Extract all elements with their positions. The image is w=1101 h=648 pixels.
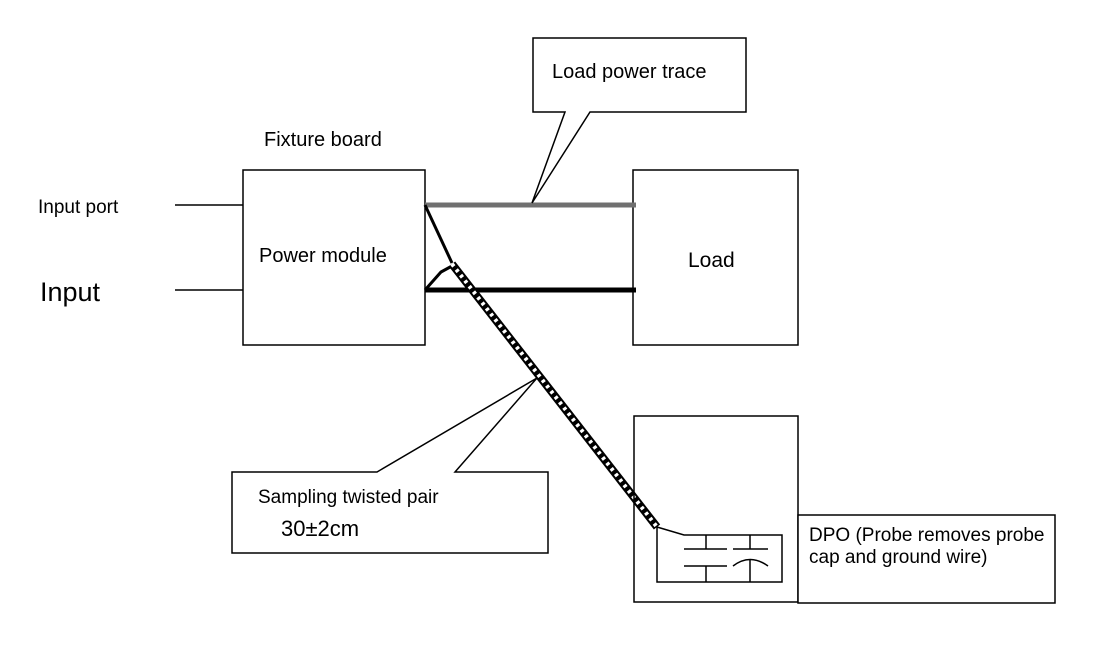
twisted-pair-cable: [448, 261, 661, 530]
input-port-label: Input port: [38, 197, 119, 218]
twisted-pair-name-label: Sampling twisted pair: [258, 487, 439, 508]
twisted-pair-lead-bottom: [423, 264, 453, 291]
fixture-board-label: Fixture board: [264, 129, 382, 151]
input-label: Input: [40, 277, 101, 307]
dpo-note-label: DPO (Probe removes probe cap and ground …: [809, 525, 1045, 568]
probe-input-wire: [656, 526, 783, 583]
load-box: [632, 169, 799, 346]
load-label: Load: [688, 249, 735, 272]
power-module-box: [242, 169, 426, 346]
twisted-pair-callout: [231, 377, 549, 554]
dpo-box: [633, 415, 799, 603]
twisted-pair-lead-top: [423, 204, 454, 264]
load-power-trace-label: Load power trace: [552, 61, 707, 83]
capacitor-2-plate-bottom: [732, 558, 769, 567]
twisted-pair-length-label: 30±2cm: [281, 516, 360, 541]
dpo-note-box: [797, 514, 1056, 604]
load-power-trace-callout: [531, 37, 747, 204]
power-module-label: Power module: [259, 245, 387, 267]
